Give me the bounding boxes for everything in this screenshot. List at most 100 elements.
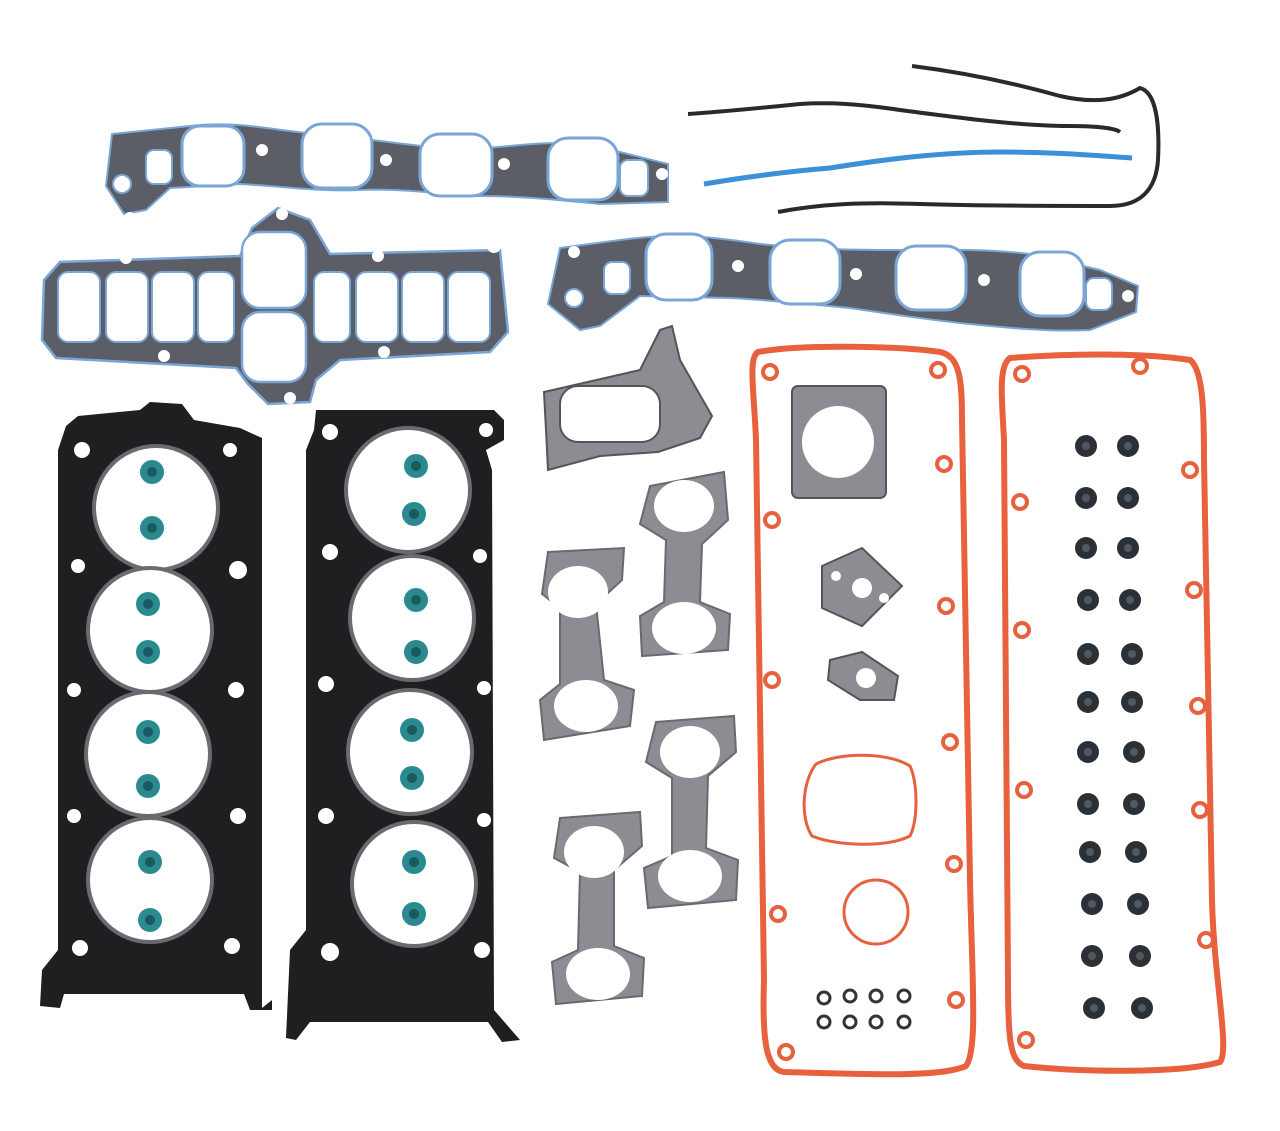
grommet bbox=[1077, 741, 1099, 763]
bolt-boss bbox=[777, 1043, 795, 1061]
bolt-hole bbox=[550, 124, 562, 136]
valve-stem-seal bbox=[404, 640, 428, 664]
cylinder-bore bbox=[348, 554, 476, 682]
grommet bbox=[1117, 435, 1139, 457]
coolant-hole bbox=[71, 559, 85, 573]
bolt-boss bbox=[1017, 1031, 1035, 1049]
grommet bbox=[1077, 589, 1099, 611]
grommet bbox=[1121, 691, 1143, 713]
grommet bbox=[1131, 997, 1153, 1019]
coolant-hole bbox=[74, 442, 90, 458]
valve-stem-seal bbox=[140, 460, 164, 484]
plenum-throat bbox=[240, 310, 308, 384]
plenum-throat bbox=[240, 230, 308, 310]
grommet bbox=[1125, 841, 1147, 863]
valve-stem-seal bbox=[404, 588, 428, 612]
bolt-boss bbox=[1013, 365, 1031, 383]
timing-cover-gasket-black-outer bbox=[777, 64, 1161, 214]
grommet bbox=[1075, 435, 1097, 457]
bolt-hole bbox=[124, 212, 136, 224]
bolt-hole bbox=[568, 246, 580, 258]
bolt-hole bbox=[158, 350, 170, 362]
intake-port bbox=[644, 232, 714, 302]
valve-stem-seal bbox=[136, 774, 160, 798]
cylinder-bore bbox=[346, 688, 474, 816]
intake-port bbox=[180, 124, 246, 188]
throttle-bore bbox=[802, 406, 874, 478]
bolt-hole bbox=[1122, 290, 1134, 302]
valve-stem-seals bbox=[136, 454, 428, 932]
grommet bbox=[1129, 945, 1151, 967]
intake-port-small bbox=[619, 159, 649, 197]
valve-stem-seal bbox=[138, 908, 162, 932]
grommet bbox=[1123, 793, 1145, 815]
intake-port bbox=[418, 132, 494, 198]
plenum-runner bbox=[151, 271, 195, 343]
coolant-hole bbox=[72, 940, 88, 956]
bolt-hole bbox=[656, 168, 668, 180]
bolt-hole bbox=[284, 392, 296, 404]
grommet bbox=[1075, 487, 1097, 509]
bolt-boss bbox=[1191, 801, 1209, 819]
bolt-boss bbox=[935, 455, 953, 473]
coolant-hole bbox=[474, 942, 490, 958]
small-o-ring bbox=[842, 988, 858, 1004]
coolant-hole bbox=[228, 682, 244, 698]
bolt-hole bbox=[978, 274, 990, 286]
small-o-ring bbox=[842, 1014, 858, 1030]
intake-port bbox=[894, 244, 968, 312]
bolt-boss bbox=[1197, 931, 1215, 949]
grommet bbox=[1075, 537, 1097, 559]
intake-port-small bbox=[1085, 277, 1113, 311]
coolant-hole bbox=[67, 683, 81, 697]
cylinder-bore bbox=[86, 566, 214, 694]
bolt-boss bbox=[929, 361, 947, 379]
intake-port-small bbox=[603, 261, 631, 295]
exhaust-port bbox=[564, 826, 624, 878]
bolt-boss bbox=[1185, 581, 1203, 599]
small-o-ring bbox=[816, 1014, 832, 1030]
bolt-boss bbox=[769, 905, 787, 923]
plenum-runner bbox=[197, 271, 235, 343]
bolt-boss bbox=[763, 511, 781, 529]
timing-cover-gaskets bbox=[687, 64, 1161, 214]
bolt-boss bbox=[1189, 697, 1207, 715]
coolant-hole bbox=[477, 813, 491, 827]
valve-stem-seal bbox=[402, 502, 426, 526]
valve-stem-seal bbox=[400, 718, 424, 742]
plenum-runner bbox=[355, 271, 399, 343]
grommet bbox=[1119, 589, 1141, 611]
egr-tube-gasket bbox=[826, 650, 900, 701]
grommet bbox=[1081, 893, 1103, 915]
throttle-body-gasket bbox=[791, 385, 887, 499]
valve-cover-gasket-right bbox=[998, 351, 1227, 1074]
bolt-hole bbox=[487, 239, 501, 253]
exhaust-manifold-gasket bbox=[538, 546, 636, 742]
plenum-runner bbox=[105, 271, 149, 343]
exhaust-port bbox=[652, 602, 716, 654]
valve-stem-seal bbox=[136, 720, 160, 744]
spark-plug-tube-grommets bbox=[1075, 435, 1153, 1019]
timing-cover-gasket-blue bbox=[703, 149, 1133, 187]
bolt-boss bbox=[1013, 621, 1031, 639]
small-o-rings bbox=[816, 988, 912, 1030]
cylinder-bore bbox=[86, 816, 214, 944]
timing-cover-gasket-black-upper bbox=[687, 101, 1122, 134]
bolt-hole bbox=[378, 346, 390, 358]
cylinder-bore bbox=[344, 426, 472, 554]
valve-stem-seal bbox=[136, 592, 160, 616]
valve-stem-seal bbox=[136, 640, 160, 664]
bolt-boss bbox=[761, 363, 779, 381]
coolant-hole bbox=[477, 681, 491, 695]
coolant-hole bbox=[67, 809, 81, 823]
coolant-hole bbox=[322, 424, 338, 440]
bolt-boss bbox=[1015, 781, 1033, 799]
bolt-hole bbox=[732, 260, 744, 272]
plenum-runner bbox=[57, 271, 101, 343]
exhaust-port bbox=[554, 680, 618, 732]
bolt-boss bbox=[947, 991, 965, 1009]
intake-port bbox=[546, 136, 620, 202]
grommet bbox=[1117, 537, 1139, 559]
bolt-boss bbox=[945, 855, 963, 873]
bolt-boss bbox=[1181, 461, 1199, 479]
